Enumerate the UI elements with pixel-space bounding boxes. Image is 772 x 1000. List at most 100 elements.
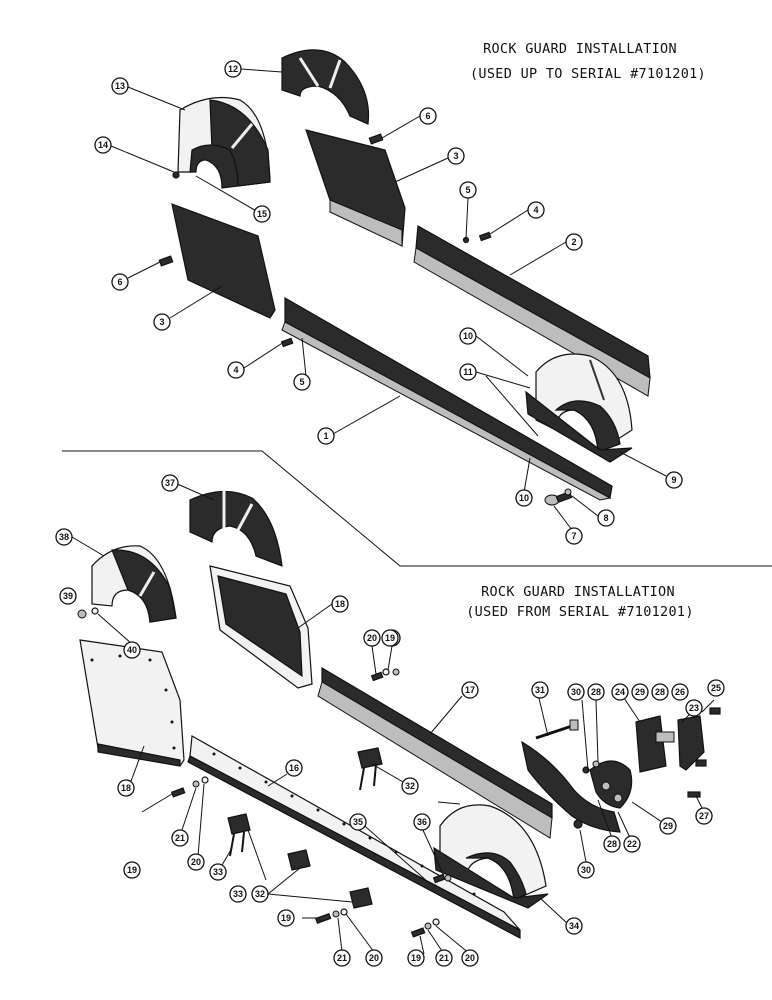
callout-circle	[527, 201, 545, 219]
part-34-fan-guard	[433, 804, 549, 909]
callout-number: 8	[603, 513, 608, 523]
callout-number: 21	[439, 953, 449, 963]
callout-circle	[111, 273, 129, 291]
part-9-fan-guard	[525, 353, 633, 463]
callout-circle	[333, 949, 351, 967]
callout-circle	[187, 853, 205, 871]
callout-circle	[285, 759, 303, 777]
callout-circle	[363, 629, 381, 647]
top-title-line2: (USED UP TO SERIAL #7101201)	[470, 66, 706, 82]
callout-circle	[611, 683, 629, 701]
callout-circle	[461, 681, 479, 699]
callout-circle	[251, 885, 269, 903]
callout-number: 24	[615, 687, 625, 697]
part-18-upper-screen	[209, 565, 313, 689]
callout-number: 29	[663, 821, 673, 831]
callout-circle	[587, 683, 605, 701]
top-title-line1: ROCK GUARD INSTALLATION	[483, 41, 677, 57]
callout-number: 30	[571, 687, 581, 697]
leader-lines	[71, 68, 715, 955]
callout-number: 25	[711, 683, 721, 693]
callout-circle	[413, 813, 431, 831]
callout-number: 36	[417, 817, 427, 827]
callout-circle	[603, 835, 621, 853]
callout-circle	[659, 817, 677, 835]
callout-circle	[227, 361, 245, 379]
callout-circle	[349, 813, 367, 831]
callout-circle	[55, 528, 73, 546]
callout-number: 4	[533, 205, 538, 215]
callout-number: 29	[635, 687, 645, 697]
callout-number: 38	[59, 532, 69, 542]
callout-number: 30	[581, 865, 591, 875]
callout-number: 34	[569, 921, 579, 931]
top-assembly	[158, 49, 651, 506]
callout-number: 26	[675, 687, 685, 697]
callout-number: 39	[63, 591, 73, 601]
callout-number: 28	[655, 687, 665, 697]
part-3-upper-plate	[305, 129, 406, 248]
callout-number: 32	[405, 781, 415, 791]
callout-number: 13	[115, 81, 125, 91]
callout-circle	[111, 77, 129, 95]
callout-number: 21	[175, 833, 185, 843]
callout-number: 2	[571, 237, 576, 247]
callout-circle	[459, 181, 477, 199]
callout-circle	[117, 779, 135, 797]
callout-number: 6	[117, 277, 122, 287]
callout-number: 3	[453, 151, 458, 161]
callout-circle	[331, 595, 349, 613]
callout-number: 17	[465, 685, 475, 695]
callout-number: 11	[463, 367, 473, 377]
callout-number: 20	[465, 953, 475, 963]
callout-number: 31	[535, 685, 545, 695]
callout-number: 19	[127, 865, 137, 875]
callout-number: 20	[367, 633, 377, 643]
callout-circle	[224, 60, 242, 78]
section-divider-line	[62, 450, 772, 567]
callout-number: 19	[281, 913, 291, 923]
callout-circle	[435, 949, 453, 967]
callout-number: 7	[571, 531, 576, 541]
callout-circle	[161, 474, 179, 492]
part-39-40-fasteners	[77, 607, 99, 619]
callout-number: 10	[463, 331, 473, 341]
callout-circle	[209, 863, 227, 881]
callout-number: 12	[228, 64, 238, 74]
callout-circle	[447, 147, 465, 165]
part-2-rail	[413, 225, 651, 397]
callout-markers: 1213614153542634510111910873738394018202…	[55, 60, 725, 967]
callout-circle	[461, 949, 479, 967]
callout-circle	[651, 683, 669, 701]
callout-number: 23	[689, 703, 699, 713]
callout-circle	[59, 587, 77, 605]
callout-number: 33	[213, 867, 223, 877]
callout-number: 28	[591, 687, 601, 697]
callout-number: 10	[519, 493, 529, 503]
top-small-bolts	[158, 133, 492, 348]
callout-circle	[577, 861, 595, 879]
bottom-hardware	[170, 668, 721, 938]
callout-number: 15	[257, 209, 267, 219]
callout-circle	[293, 373, 311, 391]
callout-number: 1	[323, 431, 328, 441]
callout-number: 3	[159, 317, 164, 327]
callout-circle	[707, 679, 725, 697]
part-1-rail	[281, 296, 613, 501]
callout-circle	[565, 233, 583, 251]
callout-number: 9	[671, 475, 676, 485]
callout-number: 27	[699, 811, 709, 821]
callout-circle	[153, 313, 171, 331]
callout-number: 18	[121, 783, 131, 793]
callout-circle	[401, 777, 419, 795]
part-17-rail	[317, 666, 553, 839]
callout-circle	[277, 909, 295, 927]
callout-number: 16	[289, 763, 299, 773]
part-7-8-bolt	[544, 488, 573, 506]
bottom-assembly	[77, 490, 721, 939]
callout-number: 37	[165, 478, 175, 488]
callout-number: 4	[233, 365, 238, 375]
callout-circle	[365, 949, 383, 967]
